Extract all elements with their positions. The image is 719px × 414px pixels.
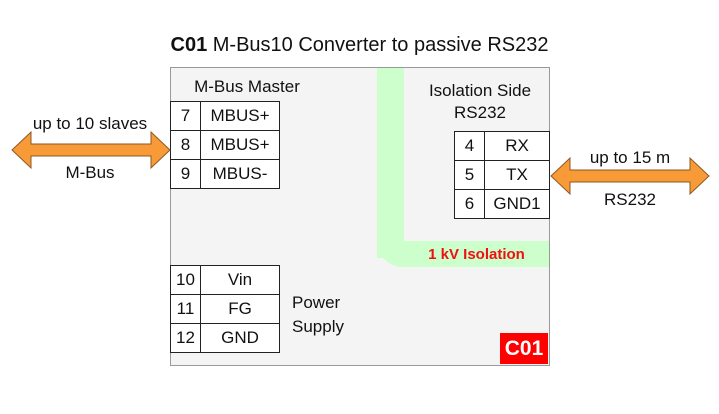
mbus-double-arrow [11, 130, 171, 170]
mbus-link-label: M-Bus [65, 163, 115, 182]
isolation-barrier-vertical [377, 68, 404, 258]
pin-number: 5 [454, 160, 485, 190]
pin-number: 7 [170, 101, 201, 131]
pin-number: 11 [170, 294, 201, 324]
pin-name: FG [200, 294, 280, 324]
model-badge: C01 [500, 333, 548, 364]
pin-name: GND1 [484, 189, 550, 219]
pin-name: Vin [200, 265, 280, 295]
isolation-label: 1 kV Isolation [428, 246, 525, 263]
diagram-title: C01 M-Bus10 Converter to passive RS232 [170, 34, 549, 56]
mbus-master-label: M-Bus Master [194, 77, 300, 96]
pin-number: 9 [170, 159, 201, 189]
mbus-range-label: up to 10 slaves [32, 114, 148, 133]
rs232-link-label: RS232 [604, 190, 656, 209]
pin-name: TX [484, 160, 550, 190]
rs232-range-label: up to 15 m [589, 148, 671, 167]
pin-number: 6 [454, 189, 485, 219]
pin-name: MBUS+ [200, 130, 280, 160]
pin-name: MBUS- [200, 159, 280, 189]
pin-number: 4 [454, 131, 485, 161]
pin-number: 10 [170, 265, 201, 295]
pin-name: GND [200, 323, 280, 353]
rs232-double-arrow [550, 156, 710, 196]
isolation-barrier-horizontal [377, 241, 549, 267]
pin-name: RX [484, 131, 550, 161]
pin-number: 12 [170, 323, 201, 353]
pin-name: MBUS+ [200, 101, 280, 131]
